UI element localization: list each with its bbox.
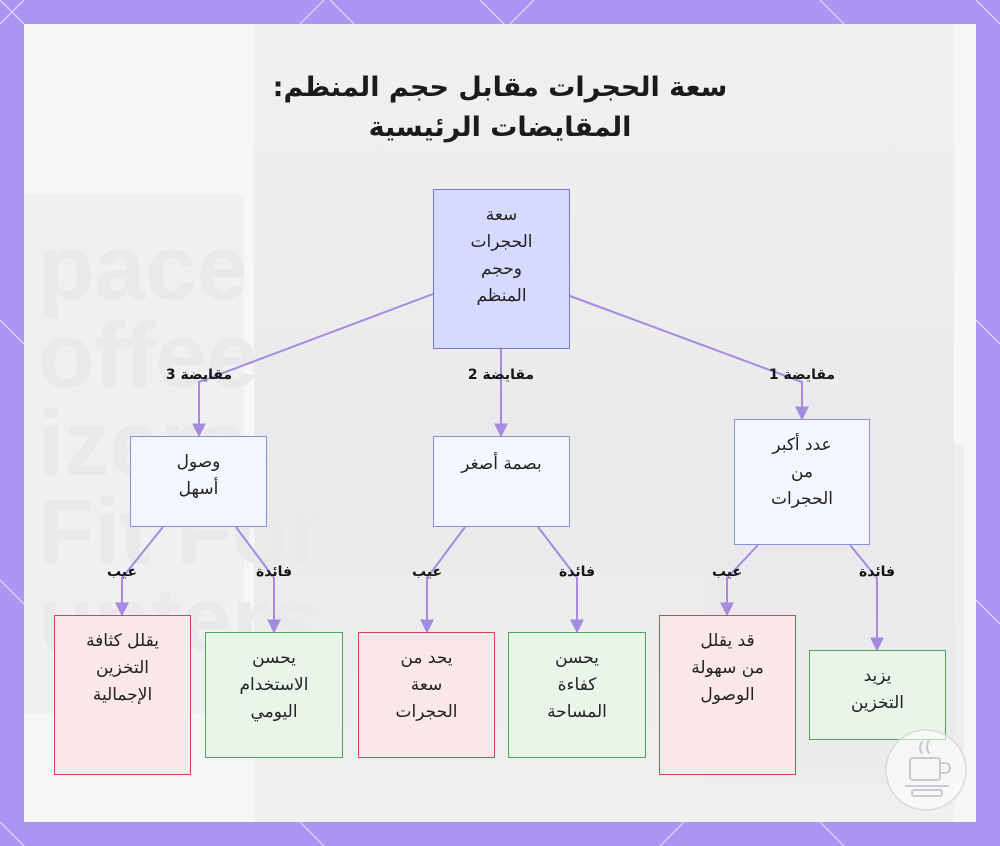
edge-label-con: عيب <box>106 564 138 580</box>
edge-label-pro: فائدة <box>255 564 293 580</box>
watermark-line: offee <box>38 305 258 407</box>
edge-label-tradeoff3: مقايضة 3 <box>165 367 233 383</box>
coffee-cup-logo-icon <box>885 729 967 811</box>
edge-tradeoff1-con <box>720 544 759 617</box>
tradeoff1-pro-node: يزيد التخزين <box>809 650 946 740</box>
edge-label-pro: فائدة <box>558 564 596 580</box>
edge-label-tradeoff1: مقايضة 1 <box>768 367 836 383</box>
tradeoff3-con-node: يقلل كثافة التخزين الإجمالية <box>54 615 191 775</box>
edge-root-tradeoff1 <box>569 295 809 421</box>
edge-label-con: عيب <box>411 564 443 580</box>
tradeoff1-con-node: قد يقلل من سهولة الوصول <box>659 615 796 775</box>
edge-root-tradeoff3 <box>192 293 434 438</box>
edge-label-con: عيب <box>711 564 743 580</box>
tradeoff1-node: عدد أكبر من الحجرات <box>734 419 870 545</box>
edge-label-tradeoff2: مقايضة 2 <box>467 367 535 383</box>
edge-tradeoff3-pro <box>235 526 281 634</box>
edge-tradeoff2-con <box>420 526 466 634</box>
tradeoff2-con-node: يحد من سعة الحجرات <box>358 632 495 758</box>
root-node: سعة الحجرات وحجم المنظم <box>433 189 570 349</box>
diagram-title-line2: المقايضات الرئيسية <box>368 112 632 143</box>
tradeoff3-pro-node: يحسن الاستخدام اليومي <box>205 632 343 758</box>
edge-label-pro: فائدة <box>858 564 896 580</box>
diagram-title-line1: سعة الحجرات مقابل حجم المنظم: <box>272 72 728 103</box>
tradeoff2-node: بصمة أصغر <box>433 436 570 527</box>
tradeoff2-pro-node: يحسن كفاءة المساحة <box>508 632 646 758</box>
edge-tradeoff3-con <box>115 526 164 617</box>
edge-tradeoff1-pro <box>849 544 884 652</box>
tradeoff3-node: وصول أسهل <box>130 436 267 527</box>
watermark-line: pace <box>38 217 248 319</box>
edge-tradeoff2-pro <box>537 526 584 634</box>
